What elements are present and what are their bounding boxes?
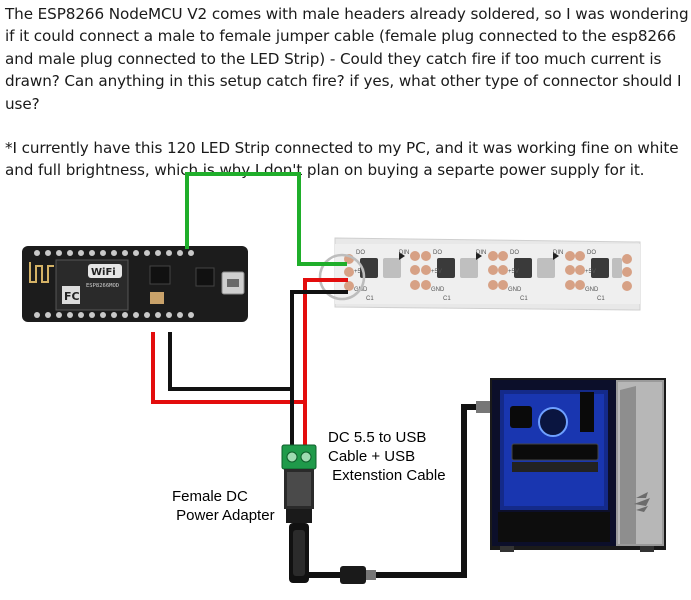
usb-extension-cable [376,404,476,578]
board-chip-label: ESP8266MOD [86,283,119,289]
strip-pad-label-5v: +5V [585,269,596,275]
dc-cable-label-line-2: Cable + USB [328,448,416,465]
strip-pad-label-c1: C1 [366,296,374,302]
strip-pad-label-gnd: GND [585,287,599,293]
usb-connector [340,566,366,584]
board-chip [195,267,215,287]
question-paragraph-1: The ESP8266 NodeMCU V2 comes with male h… [5,5,689,113]
board-fc-text: FC [64,290,80,303]
signal-wire [185,172,347,266]
question-paragraph-2: *I currently have this 120 LED Strip con… [5,139,679,180]
usb-connector-plug [366,570,376,580]
strip-pad-label-din: DIN [553,250,563,256]
board-header-pins-top [34,250,194,256]
led-strip: DO DO DO DO +5V +5V +5V +5V GND GND GND … [318,237,641,311]
board-usb-port-slot [227,279,239,287]
strip-led-chips [360,258,622,278]
pc-case [490,378,666,552]
adapter-label-line-2: Power Adapter [172,507,275,524]
strip-pad-label-din: DIN [399,250,409,256]
female-dc-adapter [281,444,317,583]
strip-pad-label-c1: C1 [443,296,451,302]
strip-pad-label-c1: C1 [520,296,528,302]
strip-pad-label-5v: +5V [354,269,365,275]
strip-joint-highlight [318,253,366,301]
strip-pad-label-do: DO [587,250,596,256]
board-fc-mark [62,286,80,304]
board-wifi-text: WiFi [91,267,116,278]
strip-pad-label-do: DO [433,250,442,256]
strip-pad-label-c1: C1 [597,296,605,302]
strip-pad-label-gnd: GND [508,287,522,293]
strip-copper-pads [344,251,632,291]
wiring-diagram: DO DO DO DO +5V +5V +5V +5V GND GND GND … [0,160,691,600]
nodemcu-board: WiFi FC ESP8266MOD [22,246,248,322]
strip-pad-label-5v: +5V [431,269,442,275]
adapter-label-line-1: Female DC [172,488,248,505]
question-body: The ESP8266 NodeMCU V2 comes with male h… [5,3,689,204]
board-header-pins-bottom [34,312,194,318]
board-button [150,292,164,304]
board-wifi-badge [88,264,122,278]
pc-brand-logo [634,492,650,512]
usb-plug-into-pc [476,401,490,413]
strip-pad-label-gnd: GND [431,287,445,293]
strip-pad-label-din: DIN [476,250,486,256]
strip-pad-label-do: DO [356,250,365,256]
board-antenna [29,262,54,283]
dc-cable-label-line-3: Extenstion Cable [328,467,446,484]
strip-pad-label-5v: +5V [508,269,519,275]
board-chip [149,265,171,285]
wiring-diagram-svg: DO DO DO DO +5V +5V +5V +5V GND GND GND … [22,172,666,584]
dc-cable-label-line-1: DC 5.5 to USB [328,429,427,446]
strip-direction-arrows [399,252,559,260]
strip-pad-label-do: DO [510,250,519,256]
